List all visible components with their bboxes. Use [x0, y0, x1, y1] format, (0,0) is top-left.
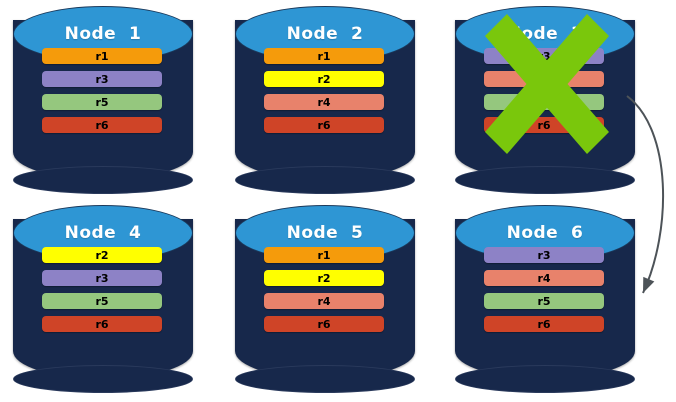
node-cylinder-4[interactable]: Node 4 r2 r3 r5 r6 — [13, 205, 193, 393]
record-bar: r3 — [42, 270, 162, 286]
node-title: Node 4 — [64, 223, 142, 243]
record-bar: r6 — [42, 316, 162, 332]
cylinder-bottom-ellipse — [235, 365, 415, 393]
record-bar: r6 — [42, 117, 162, 133]
record-bar: r1 — [264, 48, 384, 64]
node-title: Node 2 — [286, 24, 364, 44]
record-bar: r4 — [484, 270, 604, 286]
record-bar: r1 — [264, 247, 384, 263]
record-bar: r4 — [264, 293, 384, 309]
record-bar: r6 — [264, 316, 384, 332]
record-bar: r6 — [264, 117, 384, 133]
record-bar: r4 — [264, 94, 384, 110]
record-list: r2 r3 r5 r6 — [42, 247, 162, 332]
record-bar: r3 — [484, 48, 604, 64]
record-bar: r5 — [484, 94, 604, 110]
node-cylinder-1[interactable]: Node 1 r1 r3 r5 r6 — [13, 6, 193, 194]
record-bar: r3 — [484, 247, 604, 263]
record-bar: r5 — [42, 293, 162, 309]
node-title: Node 1 — [64, 24, 142, 44]
node-title: Node 5 — [286, 223, 364, 243]
record-bar: r2 — [264, 270, 384, 286]
node-cylinder-2[interactable]: Node 2 r1 r2 r4 r6 — [235, 6, 415, 194]
node-cylinder-6[interactable]: Node 6 r3 r4 r5 r6 — [455, 205, 635, 393]
record-bar: r5 — [42, 94, 162, 110]
record-bar: r2 — [264, 71, 384, 87]
record-list: r3 r4 r5 r6 — [484, 247, 604, 332]
cylinder-bottom-ellipse — [13, 365, 193, 393]
record-bar: r1 — [42, 48, 162, 64]
record-bar: r3 — [42, 71, 162, 87]
cylinder-bottom-ellipse — [455, 365, 635, 393]
node-title: Node 6 — [506, 223, 584, 243]
record-bar: r2 — [42, 247, 162, 263]
cylinder-bottom-ellipse — [235, 166, 415, 194]
record-bar: r6 — [484, 117, 604, 133]
record-list: r1 r2 r4 r6 — [264, 48, 384, 133]
cylinder-bottom-ellipse — [13, 166, 193, 194]
record-list: r3 r4 r5 r6 — [484, 48, 604, 133]
record-bar: r6 — [484, 316, 604, 332]
record-bar: r5 — [484, 293, 604, 309]
record-list: r1 r3 r5 r6 — [42, 48, 162, 133]
node-cylinder-5[interactable]: Node 5 r1 r2 r4 r6 — [235, 205, 415, 393]
cylinder-bottom-ellipse — [455, 166, 635, 194]
record-list: r1 r2 r4 r6 — [264, 247, 384, 332]
record-bar: r4 — [484, 71, 604, 87]
